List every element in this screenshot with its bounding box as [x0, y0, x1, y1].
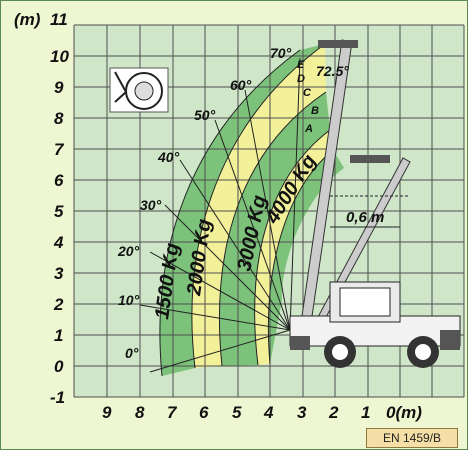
y-tick-3: 3: [54, 264, 64, 283]
y-tick-0: 0: [54, 357, 64, 376]
stabiliser-wheel-icon: [109, 67, 169, 113]
y-unit-label: (m): [14, 10, 41, 29]
angle-rays: [139, 57, 301, 373]
zone-1500: [159, 44, 325, 376]
zone-3000: [219, 92, 330, 366]
angle-0: 0°: [125, 345, 139, 361]
x-tick-8: 8: [135, 403, 145, 422]
angle-70: 70°: [270, 45, 292, 61]
y-tick-7: 7: [54, 140, 65, 159]
x-tick-3: 3: [297, 403, 307, 422]
extension-b: B: [311, 105, 319, 117]
y-tick-4: 4: [53, 233, 64, 252]
y-tick-minus1: -1: [50, 388, 65, 407]
telehandler-machine: [289, 281, 461, 368]
zone-4000: [268, 150, 344, 364]
angle-50: 50°: [194, 107, 216, 123]
angle-60: 60°: [230, 77, 252, 93]
y-tick-2: 2: [53, 295, 64, 314]
angle-10: 10°: [118, 292, 140, 308]
angle-72-5: 72.5°: [316, 63, 349, 79]
dimension-label: 0,6 m: [346, 209, 384, 226]
y-tick-11: 11: [50, 10, 68, 29]
x-tick-7: 7: [167, 403, 178, 422]
angle-30: 30°: [140, 197, 162, 213]
y-tick-8: 8: [54, 109, 64, 128]
angle-20: 20°: [117, 243, 140, 259]
extension-e: E: [297, 59, 305, 71]
y-tick-9: 9: [54, 78, 64, 97]
extension-a: A: [304, 123, 313, 135]
x-tick-2: 2: [328, 403, 339, 422]
x-tick-0: 0(m): [386, 403, 422, 422]
angle-40: 40°: [157, 149, 180, 165]
grid-lines: [73, 24, 465, 398]
y-tick-5: 5: [54, 202, 64, 221]
y-tick-10: 10: [50, 47, 69, 66]
norm-badge: EN 1459/B: [366, 428, 458, 448]
x-tick-9: 9: [102, 403, 112, 422]
extension-c: C: [303, 87, 312, 99]
x-tick-4: 4: [263, 403, 274, 422]
x-tick-5: 5: [232, 403, 242, 422]
y-tick-1: 1: [54, 326, 63, 345]
y-tick-6: 6: [54, 171, 64, 190]
extension-d: D: [297, 73, 305, 85]
x-tick-1: 1: [361, 403, 370, 422]
x-tick-6: 6: [199, 403, 209, 422]
extension-arcs: [159, 43, 334, 377]
